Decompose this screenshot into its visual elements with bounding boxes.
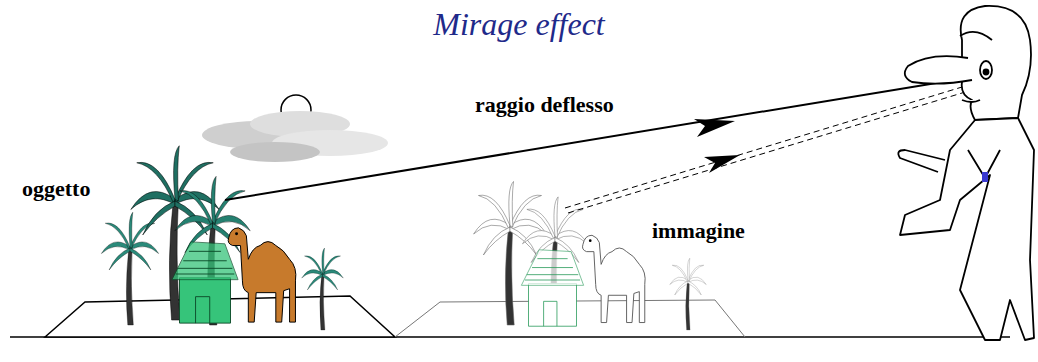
annotation-label: oggetto [22,176,90,202]
annotation-label: immagine [652,218,745,244]
annotation-label: raggio deflesso [475,92,614,118]
diagram-title: Mirage effect [433,6,604,43]
